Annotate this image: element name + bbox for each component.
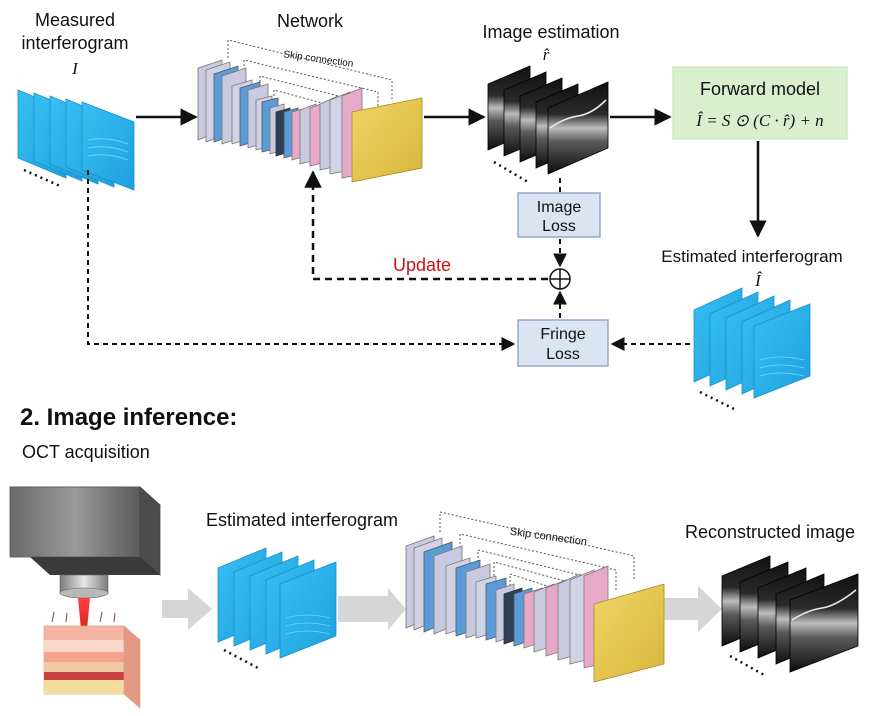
dashed-update-arrow (304, 170, 548, 281)
image-loss-line2: Loss (542, 218, 576, 235)
fringe-loss-line2: Loss (546, 346, 580, 363)
estimated-stack-icon (693, 287, 811, 412)
image-loss-line1: Image (537, 199, 582, 216)
flow-arrow-1 (162, 588, 212, 630)
image-estimation-symbol: r̂ (543, 45, 550, 64)
estimated-label: Estimated interferogram (661, 247, 842, 266)
fringe-loss-line1: Fringe (540, 326, 585, 343)
image-loss-box: Image Loss (517, 192, 601, 238)
oct-image-stack-icon (487, 65, 609, 184)
oct-device-illustration (8, 486, 162, 643)
network-label: Network (277, 11, 344, 31)
measured-label-line1: Measured (35, 10, 115, 30)
image-estimation-label: Image estimation (482, 22, 619, 42)
forward-model-title: Forward model (700, 79, 820, 99)
measured-stack-icon (17, 89, 135, 191)
oct-acquisition-label: OCT acquisition (22, 442, 150, 462)
update-label: Update (393, 255, 451, 275)
dashed-measured-to-fringe-loss (87, 170, 516, 351)
forward-model-equation: Î = S ⊙ (C · r̂) + n (695, 111, 823, 130)
sum-node (549, 268, 571, 290)
inference-estimated-label: Estimated interferogram (206, 510, 398, 530)
flow-arrow-2 (338, 588, 406, 630)
reconstructed-image: Reconstructed image (685, 522, 859, 678)
estimated-symbol: Î (754, 271, 762, 290)
image-estimation: Image estimation r̂ (482, 22, 620, 184)
measured-label-line2: interferogram (21, 33, 128, 53)
measured-interferogram: Measured interferogram I (17, 10, 135, 191)
reconstructed-label: Reconstructed image (685, 522, 855, 542)
inference-network-unet: Skip connection (405, 511, 665, 683)
network-unet: Network Skip connection (197, 11, 423, 183)
fringe-loss-box: Fringe Loss (517, 319, 609, 367)
inference-estimated-interferogram: Estimated interferogram (206, 510, 398, 670)
skip-connection-label: Skip connection (283, 49, 354, 70)
skin-sample-illustration (43, 611, 141, 709)
flow-arrow-3 (662, 586, 722, 632)
inference-section-title: 2. Image inference: (20, 404, 237, 431)
forward-model-box: Forward model Î = S ⊙ (C · r̂) + n (672, 66, 848, 140)
inference-skip-connection-label: Skip connection (509, 526, 588, 549)
estimated-interferogram: Estimated interferogram Î (661, 247, 843, 412)
measured-symbol: I (71, 59, 79, 78)
